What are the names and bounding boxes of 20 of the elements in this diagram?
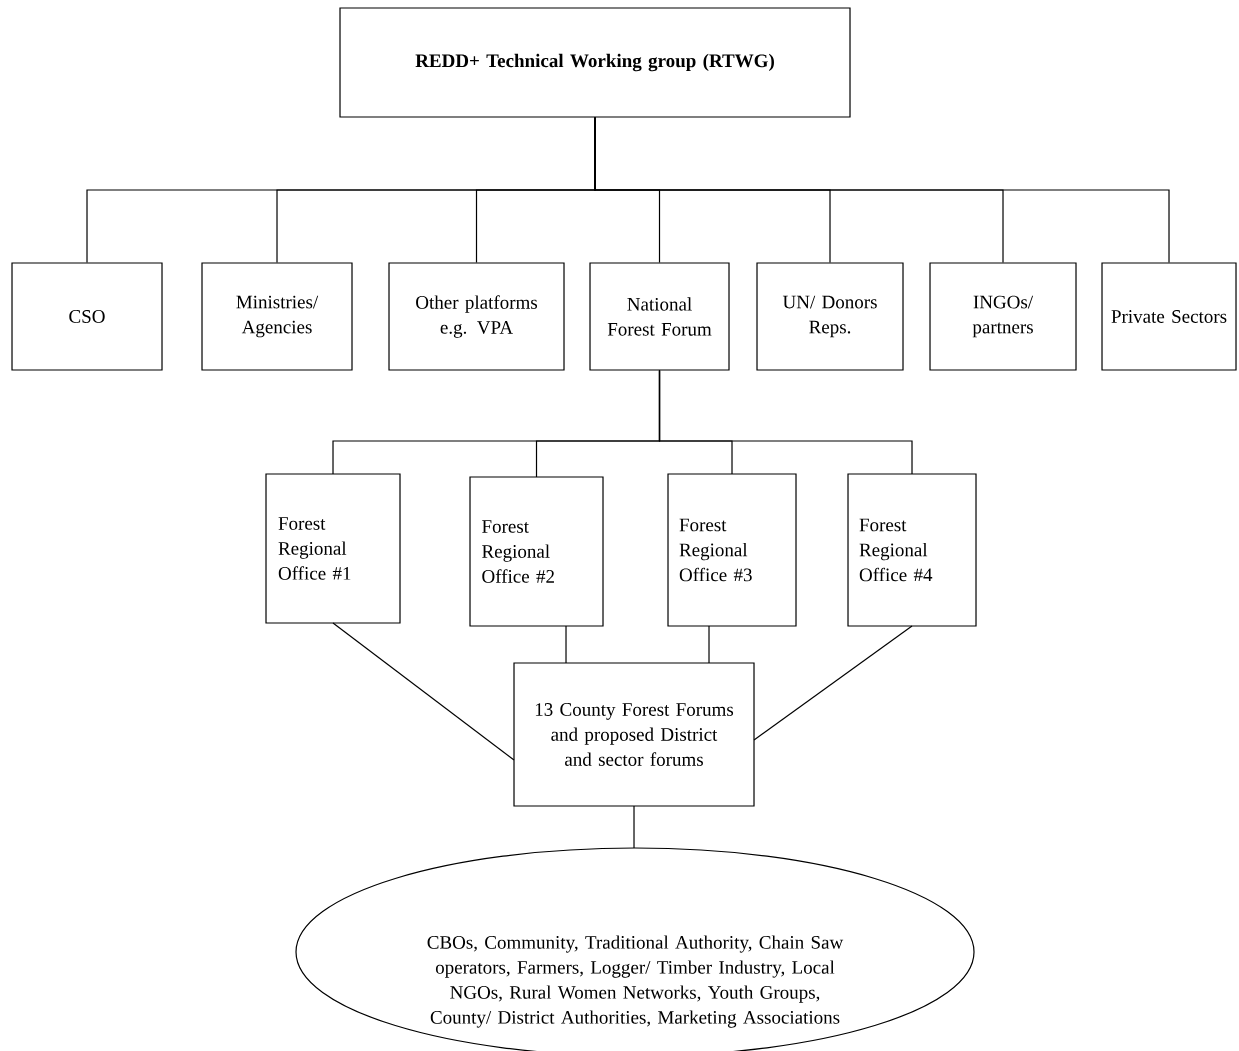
group-box: Private Sectors <box>1101 262 1237 371</box>
connector-line <box>633 805 635 849</box>
connector-line <box>658 370 913 475</box>
connector-line <box>332 622 515 761</box>
office-box: Forest Regional Office #2 <box>469 476 604 627</box>
group-box: Ministries/ Agencies <box>201 262 353 371</box>
connector-line <box>594 117 1170 263</box>
group-box: National Forest Forum <box>589 262 730 371</box>
group-box: CSO <box>11 262 163 371</box>
connector-line <box>753 625 913 741</box>
group-box: UN/ Donors Reps. <box>756 262 904 371</box>
title-box: REDD+ Technical Working group (RTWG) <box>339 7 851 118</box>
office-box: Forest Regional Office #3 <box>667 473 797 627</box>
forum-box: 13 County Forest Forums and proposed District and sector forums <box>513 662 755 807</box>
connector-line <box>708 625 710 664</box>
office-box: Forest Regional Office #4 <box>847 473 977 627</box>
office-box: Forest Regional Office #1 <box>265 473 401 624</box>
connector-line <box>565 625 567 664</box>
group-box: INGOs/ partners <box>929 262 1077 371</box>
group-box: Other platforms e.g. VPA <box>388 262 565 371</box>
